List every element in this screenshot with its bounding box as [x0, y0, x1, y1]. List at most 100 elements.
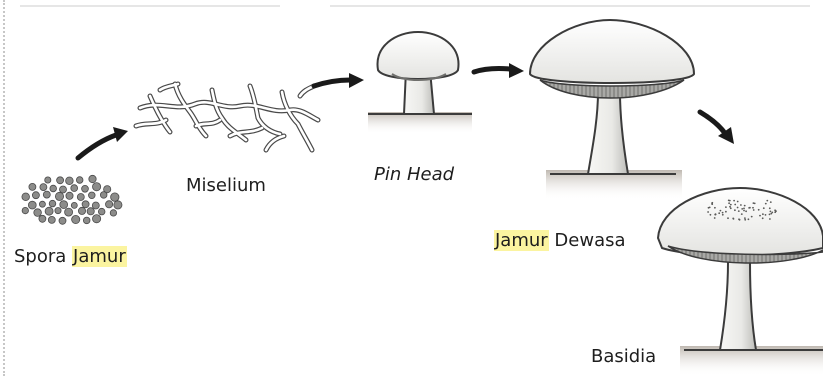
basidia-dot — [728, 202, 730, 204]
basidia-dot — [748, 218, 750, 220]
basidia-dot — [759, 215, 761, 217]
arrow-icon — [78, 127, 128, 158]
basidia-dot — [752, 207, 754, 209]
spore-dot — [45, 207, 53, 215]
basidia-dot — [769, 218, 771, 220]
basidia-dot — [744, 219, 746, 221]
spore-dot — [76, 177, 83, 184]
basidia-dot — [741, 213, 743, 215]
basidia-dot — [738, 210, 740, 212]
basidia-dot — [766, 200, 768, 202]
spore-dot — [60, 186, 67, 193]
basidia-dot — [754, 203, 756, 205]
basidia-dot — [725, 211, 727, 213]
basidia-dot — [710, 214, 712, 216]
label-spora-prefix: Spora — [14, 246, 66, 267]
basidia-dot — [774, 211, 776, 213]
basidia-dot — [733, 200, 735, 202]
spore-dot — [55, 208, 61, 214]
basidia-dot — [744, 205, 746, 207]
basidia-dot — [769, 214, 771, 216]
basidia-dot — [730, 207, 732, 209]
spore-dot — [82, 185, 89, 192]
spore-dot — [83, 217, 90, 224]
spore-dot — [57, 177, 64, 184]
basidia-dot — [769, 207, 771, 209]
spore-dot — [65, 208, 73, 216]
basidia-dot — [725, 206, 727, 208]
spore-dot — [60, 201, 68, 209]
label-spora-highlight: Jamur — [72, 246, 127, 267]
mycelium-icon — [136, 84, 318, 150]
basidia-dot — [740, 204, 742, 206]
spore-dot — [45, 177, 51, 183]
spore-dot — [111, 193, 119, 201]
basidia-dot — [727, 217, 729, 219]
basidia-dot — [711, 202, 713, 204]
spore-dot — [72, 215, 80, 223]
basidia-dot — [774, 209, 776, 211]
basidia-dot — [741, 208, 743, 210]
basidia-dot — [762, 213, 764, 215]
spore-dot — [22, 193, 30, 201]
spore-dot — [93, 183, 101, 191]
label-jamur-dewasa-highlight: Jamur — [494, 230, 549, 251]
basidia-dot — [707, 211, 709, 213]
spore-dot — [29, 183, 36, 190]
spore-dot — [89, 175, 96, 182]
label-jamur-dewasa: Jamur Dewasa — [494, 230, 626, 252]
spore-dot — [114, 201, 122, 209]
spore-dot — [78, 207, 85, 214]
basidia-dot — [749, 207, 751, 209]
basidia-mushroom-icon — [658, 188, 823, 376]
spore-dot — [40, 184, 47, 191]
basidia-dot — [729, 200, 731, 202]
label-basidia: Basidia — [591, 346, 656, 368]
basidia-dot — [770, 211, 772, 213]
spore-dot — [93, 215, 101, 223]
basidia-dot — [734, 204, 736, 206]
basidia-dot — [718, 212, 720, 214]
adult-mushroom-icon — [530, 20, 694, 200]
spore-dot — [22, 207, 28, 213]
label-jamur-dewasa-suffix: Dewasa — [554, 230, 625, 251]
basidia-dot — [745, 210, 747, 212]
pin-head-mushroom-icon — [368, 32, 472, 134]
label-miselium: Miselium — [186, 175, 266, 197]
spore-dot — [100, 192, 107, 199]
spore-dot — [50, 185, 57, 192]
basidia-dot — [722, 214, 724, 216]
basidia-dot — [753, 209, 755, 211]
spore-dot — [39, 201, 45, 207]
spore-dot — [71, 202, 77, 208]
label-spora-jamur: Spora Jamur — [14, 246, 127, 268]
basidia-dot — [732, 218, 734, 220]
basidia-dot — [765, 203, 767, 205]
spore-dot — [55, 192, 63, 200]
spore-dot — [48, 216, 55, 223]
basidia-dot — [743, 208, 745, 210]
basidia-dot — [771, 212, 773, 214]
basidia-dot — [722, 212, 724, 214]
basidia-dot — [730, 204, 732, 206]
basidia-dot — [734, 209, 736, 211]
spore-dot — [49, 200, 56, 207]
basidia-dot — [729, 206, 731, 208]
basidia-dot — [720, 210, 722, 212]
arrow-icon — [314, 73, 364, 88]
spore-dot — [92, 202, 99, 209]
basidia-dot — [737, 207, 739, 209]
label-pin-head: Pin Head — [374, 164, 454, 186]
basidia-dot — [715, 213, 717, 215]
spore-dot — [89, 192, 96, 199]
basidia-dot — [743, 210, 745, 212]
spore-dot — [34, 209, 42, 217]
spore-dot — [98, 208, 105, 215]
basidia-dot — [737, 201, 739, 203]
basidia-dot — [744, 217, 746, 219]
spore-dot — [32, 192, 39, 199]
spore-dot — [66, 177, 74, 185]
spore-dot — [106, 201, 113, 208]
